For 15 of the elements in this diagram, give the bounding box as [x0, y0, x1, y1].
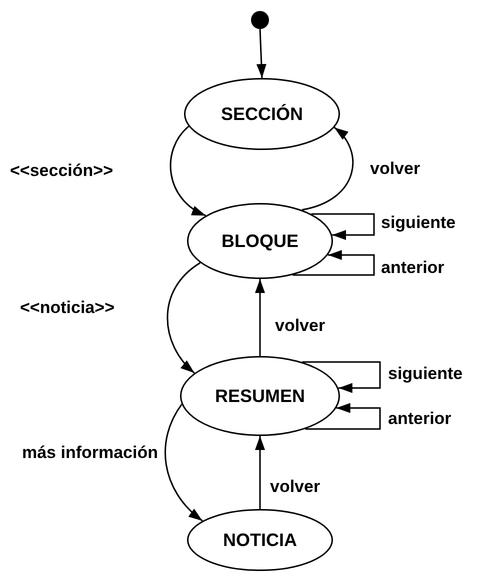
transition-arrow	[292, 250, 375, 276]
transition-arrow	[311, 213, 375, 240]
transition-arrow	[255, 436, 265, 509]
transition-arrow	[170, 126, 206, 216]
transition-arrow	[166, 262, 201, 374]
state-name: SECCIÓN	[220, 104, 303, 124]
state-name: NOTICIA	[223, 530, 297, 550]
transition-arrow	[305, 403, 381, 430]
transition-arrow	[255, 279, 265, 356]
transition-arrow	[302, 361, 381, 393]
transition-arrow	[164, 404, 203, 522]
state-name: BLOQUE	[221, 230, 298, 252]
transition-arrow	[256, 28, 266, 78]
transition-arrow	[302, 126, 354, 211]
state-name: RESUMEN	[214, 386, 305, 406]
